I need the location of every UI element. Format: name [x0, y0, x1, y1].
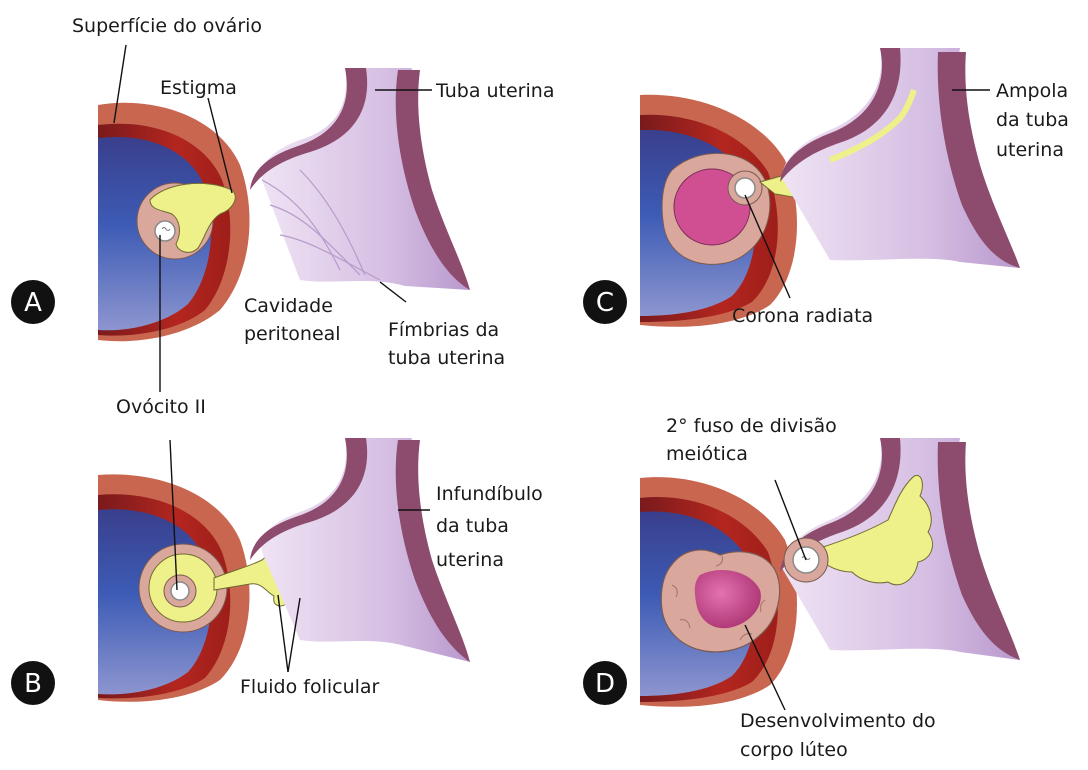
label-fuso-1: 2° fuso de divisão [666, 415, 837, 437]
label-ampola-2: da tuba [996, 109, 1069, 131]
label-fimbrias-2: tuba uterina [388, 347, 505, 369]
label-cavidade-1: Cavidade [244, 295, 333, 317]
label-estigma: Estigma [160, 77, 237, 99]
label-infundibulo-2: da tuba [436, 515, 509, 537]
panel-d: D [583, 438, 1020, 710]
label-superficie-ovario: Superfície do ovário [72, 15, 262, 37]
panel-c-letter: C [596, 288, 614, 318]
oocyte [171, 582, 189, 600]
label-corpo-2: corpo lúteo [740, 739, 848, 761]
label-infundibulo-1: Infundíbulo [436, 483, 543, 505]
label-ampola-1: Ampola [996, 80, 1068, 102]
label-fimbrias-1: Fímbrias da [388, 319, 499, 341]
label-tuba-uterina: Tuba uterina [435, 80, 554, 102]
label-corpo-1: Desenvolvimento do [740, 710, 936, 732]
panel-c: C [583, 48, 1020, 327]
label-ovocito: Ovócito II [116, 396, 206, 418]
panel-a-letter: A [24, 288, 42, 318]
panel-b: B [11, 438, 470, 705]
label-ampola-3: uterina [996, 139, 1064, 161]
panel-d-letter: D [595, 669, 615, 699]
label-corona: Corona radiata [732, 305, 873, 327]
label-infundibulo-3: uterina [436, 549, 504, 571]
label-cavidade-2: peritoneal [244, 323, 341, 345]
label-fuso-2: meiótica [666, 443, 748, 465]
panel-b-letter: B [24, 669, 42, 699]
label-fluido: Fluido folicular [240, 676, 380, 698]
oocyte [155, 221, 175, 241]
